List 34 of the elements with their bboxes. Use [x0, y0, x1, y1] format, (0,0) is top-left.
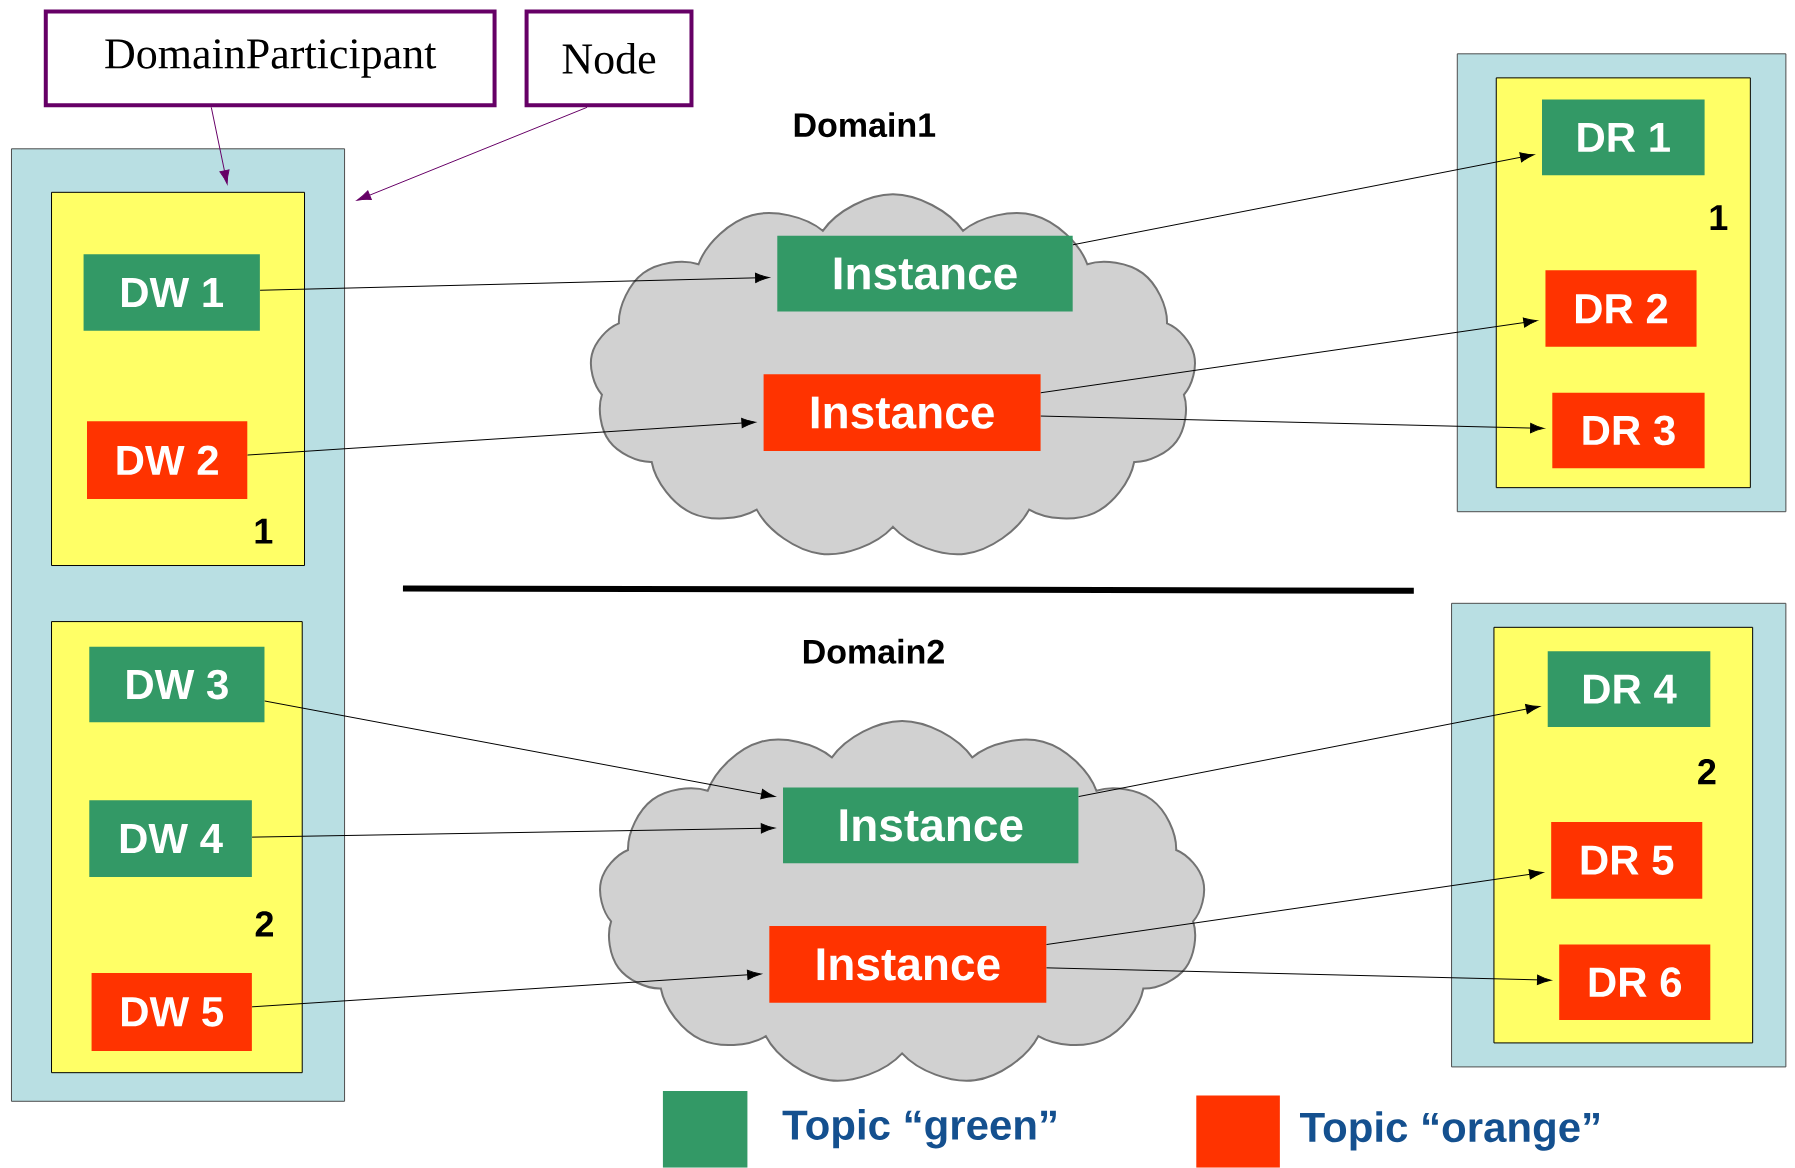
arrow: [251, 823, 776, 838]
arrow: [264, 700, 776, 800]
arrow: [1046, 967, 1552, 986]
arrow: [259, 272, 770, 291]
instance-box: Instance: [783, 787, 1079, 864]
data-reader-box: DR 4: [1547, 651, 1711, 728]
term-label-box: Node: [524, 9, 694, 108]
data-reader-box: DR 1: [1542, 99, 1705, 176]
arrow: [356, 107, 588, 201]
data-writer-box: DW 4: [89, 800, 252, 878]
arrow: [1072, 152, 1535, 246]
term-label-box: DomainParticipant: [43, 9, 497, 108]
data-reader-box: DR 5: [1551, 822, 1703, 899]
instance-box: Instance: [769, 926, 1047, 1003]
instance-box: Instance: [777, 235, 1073, 312]
data-reader-box: DR 2: [1545, 270, 1697, 348]
data-writer-box: DW 2: [87, 421, 248, 500]
data-writer-box: DW 3: [89, 646, 265, 723]
arrow: [1040, 415, 1545, 434]
arrow: [251, 969, 762, 1008]
arrow: [1046, 869, 1544, 946]
node-label: Domain1: [794, 112, 936, 138]
data-writer-box: DW 5: [91, 973, 252, 1052]
data-writer-box: DW 1: [83, 254, 260, 331]
arrow: [247, 418, 756, 456]
data-reader-box: DR 3: [1552, 392, 1705, 469]
instance-box: Instance: [763, 374, 1041, 452]
arrow: [210, 107, 230, 185]
data-reader-box: DR 6: [1559, 944, 1711, 1021]
arrow: [1078, 704, 1540, 798]
legend-label: Topic “orange”: [1300, 1111, 1599, 1151]
legend-label: Topic “green”: [782, 1109, 1056, 1149]
node-label: Domain2: [803, 638, 944, 664]
arrow: [1040, 317, 1538, 394]
